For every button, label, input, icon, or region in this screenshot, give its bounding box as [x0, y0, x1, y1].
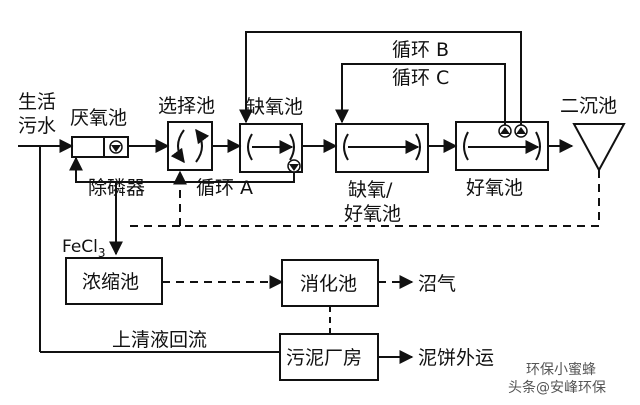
recycle-c-label: 循环 C — [392, 67, 449, 89]
selector-tank — [167, 121, 213, 171]
aerobic-tank — [455, 121, 549, 171]
sludge-flow-lines — [40, 275, 414, 364]
anoxic-tank-label: 缺氧池 — [246, 96, 303, 118]
secondary-clarifier-label: 二沉池 — [560, 95, 617, 117]
return-sludge-line — [124, 170, 600, 227]
watermark: 环保小蜜蜂 头条@安峰环保 — [508, 362, 606, 396]
selector-tank-label: 选择池 — [158, 95, 215, 117]
watermark-line-2: 头条@安峰环保 — [508, 379, 606, 396]
anaerobic-tank — [71, 136, 129, 158]
aerobic-tank-label: 好氧池 — [466, 177, 523, 199]
fecl3-label: FeCl3 — [62, 237, 106, 260]
sludge-cake-label: 泥饼外运 — [418, 347, 494, 369]
anoxic-tank — [239, 123, 303, 173]
digester-label: 消化池 — [300, 273, 357, 295]
watermark-line-1: 环保小蜜蜂 — [526, 362, 596, 378]
secondary-clarifier — [572, 123, 626, 173]
recycle-b-label: 循环 B — [392, 39, 449, 61]
sludge-house-label: 污泥厂房 — [286, 347, 362, 369]
influent-label-2: 污水 — [18, 115, 56, 137]
anoxic-aerobic-tank — [335, 123, 429, 173]
supernatant-return-label: 上清液回流 — [112, 329, 207, 351]
recycle-a-label: 循环 A — [196, 177, 253, 199]
thickener-label: 浓缩池 — [82, 271, 139, 293]
sludge-house — [279, 333, 379, 381]
influent-label-1: 生活 — [18, 91, 56, 113]
anoxic-aerobic-label-2: 好氧池 — [344, 203, 401, 225]
biogas-label: 沼气 — [418, 273, 456, 295]
anoxic-aerobic-label-1: 缺氧/ — [348, 179, 393, 201]
thickener — [65, 257, 163, 305]
anaerobic-tank-label: 厌氧池 — [70, 107, 127, 129]
